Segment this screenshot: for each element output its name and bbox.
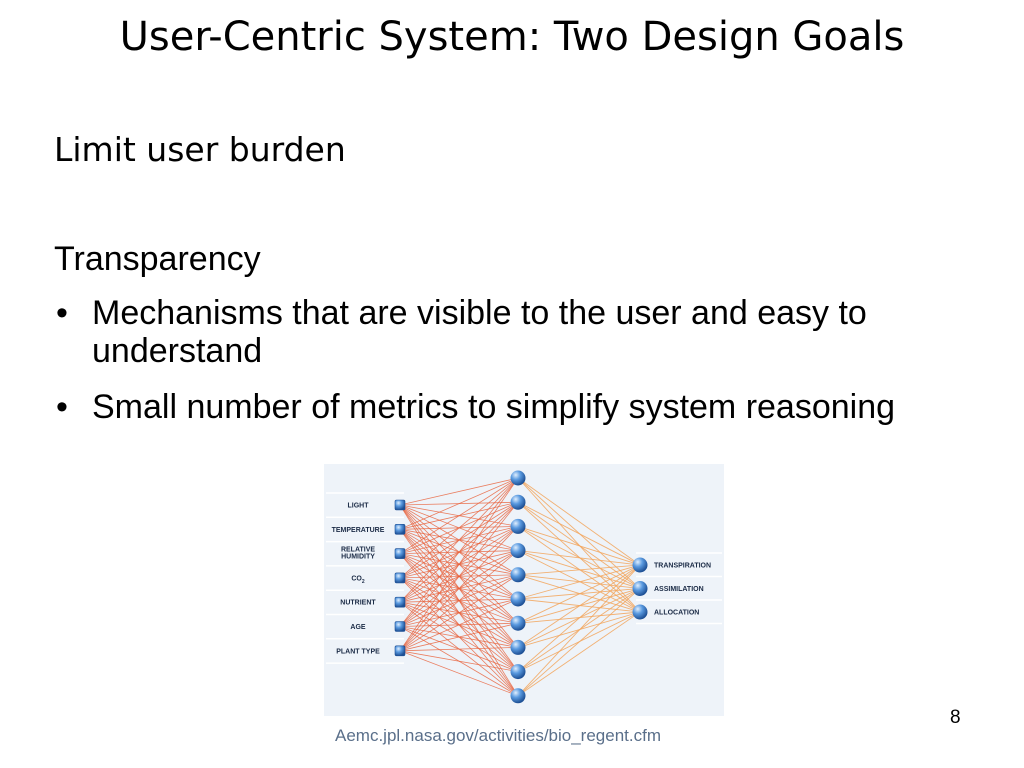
input-hidden-connection [399,598,519,652]
hidden-output-connection [517,564,641,600]
input-hidden-connection [399,622,519,652]
hidden-output-connection [517,477,641,566]
hidden-node [510,543,526,559]
hidden-output-connection [517,564,641,576]
slide-title: User-Centric System: Two Design Goals [119,14,905,60]
hidden-output-connection [517,564,641,624]
output-node [632,557,648,573]
input-hidden-connection [399,477,519,530]
bullet-text: Small number of metrics to simplify syst… [92,388,896,426]
output-node [632,581,648,596]
input-node [394,572,406,584]
input-hidden-connection [399,477,519,603]
input-label: CO2 [351,575,365,585]
hidden-node [510,664,526,680]
bullet-dot-icon: • [56,388,68,426]
input-node [394,596,406,608]
hidden-node [510,615,526,631]
output-label: ASSIMILATION [654,586,704,593]
input-label: AGE [350,624,366,631]
hidden-output-connection [517,564,641,648]
input-label: NUTRIENT [340,600,376,607]
input-node [394,523,406,535]
bullet-text: Mechanisms that are visible to the user … [92,294,867,370]
hidden-node [510,567,526,583]
hidden-output-connection [517,525,641,566]
output-label: TRANSPIRATION [654,563,711,570]
input-hidden-connection [399,477,519,652]
hidden-output-connection [517,564,641,697]
input-hidden-connection [399,477,519,506]
image-source-caption: Aemc.jpl.nasa.gov/activities/bio_regent.… [335,726,661,745]
hidden-node [510,518,526,534]
hidden-output-connection [517,611,641,697]
input-hidden-connection [399,477,519,627]
input-label: TEMPERATURE [332,527,385,534]
input-hidden-connection [399,574,519,652]
input-node [394,499,406,511]
input-hidden-connection [399,650,519,697]
input-label: PLANT TYPE [336,648,380,655]
input-hidden-connection [399,477,519,554]
hidden-output-connection [517,588,641,697]
bullet-item: • Small number of metrics to simplify sy… [54,388,1014,426]
input-node [394,645,406,657]
input-hidden-connection [399,477,519,579]
hidden-output-connection [517,501,641,566]
input-hidden-connection [399,526,519,652]
input-hidden-connection [399,550,519,652]
bullet-dot-icon: • [56,294,68,332]
input-node [394,621,406,632]
bullet-list: • Mechanisms that are visible to the use… [54,294,1014,444]
hidden-output-connection [517,550,641,566]
input-hidden-connection [399,647,519,652]
goal-limit-user-burden: Limit user burden [54,130,346,169]
input-hidden-connection [399,501,519,652]
hidden-node [510,494,526,510]
hidden-node [510,470,526,486]
output-node [632,604,648,620]
goal-transparency: Transparency [54,240,261,278]
page-number: 8 [950,707,961,728]
input-node [394,548,406,559]
hidden-node [510,639,526,655]
hidden-output-connection [517,564,641,672]
hidden-node [510,688,526,704]
output-label: ALLOCATION [654,610,699,617]
hidden-node [510,591,526,607]
input-label: LIGHT [348,503,370,510]
bullet-item: • Mechanisms that are visible to the use… [54,294,1014,370]
input-hidden-connection [399,650,519,672]
